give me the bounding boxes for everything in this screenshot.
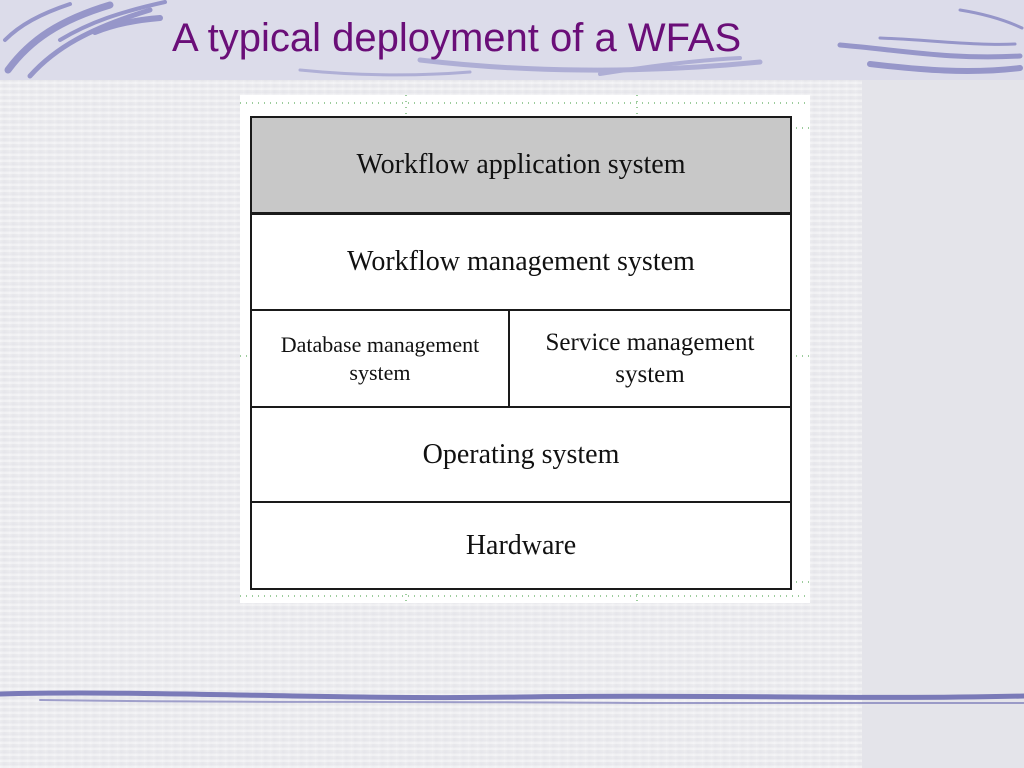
title-underlay-swooshes <box>298 56 763 77</box>
deployment-layer-stack: Workflow application system Workflow man… <box>250 116 792 590</box>
hardware-label: Hardware <box>465 529 577 561</box>
database-management-label: Database management system <box>281 331 480 386</box>
service-management-line1: Service management <box>545 329 755 357</box>
operating-system-label: Operating system <box>422 438 620 470</box>
workflow-management-label: Workflow management system <box>347 246 695 277</box>
workflow-application-label: Workflow application system <box>356 149 686 180</box>
middleware-layer: Database management system Service manag… <box>252 311 790 408</box>
operating-system-layer: Operating system <box>252 408 790 503</box>
service-management-label: Service management system <box>546 327 755 390</box>
workflow-application-layer: Workflow application system <box>252 118 790 215</box>
slide-title: A typical deployment of a WFAS <box>172 16 742 60</box>
hardware-layer: Hardware <box>252 503 790 588</box>
top-left-swooshes <box>3 0 167 79</box>
workflow-management-layer: Workflow management system <box>252 215 790 311</box>
bottom-divider-swoosh <box>0 690 1024 705</box>
database-management-line1: Database management <box>280 332 480 357</box>
database-management-cell: Database management system <box>252 311 510 406</box>
right-side-panel <box>862 80 1024 768</box>
database-management-line2: system <box>349 359 411 385</box>
service-management-cell: Service management system <box>510 311 790 406</box>
service-management-line2: system <box>615 360 685 388</box>
top-right-swooshes <box>837 8 1024 74</box>
